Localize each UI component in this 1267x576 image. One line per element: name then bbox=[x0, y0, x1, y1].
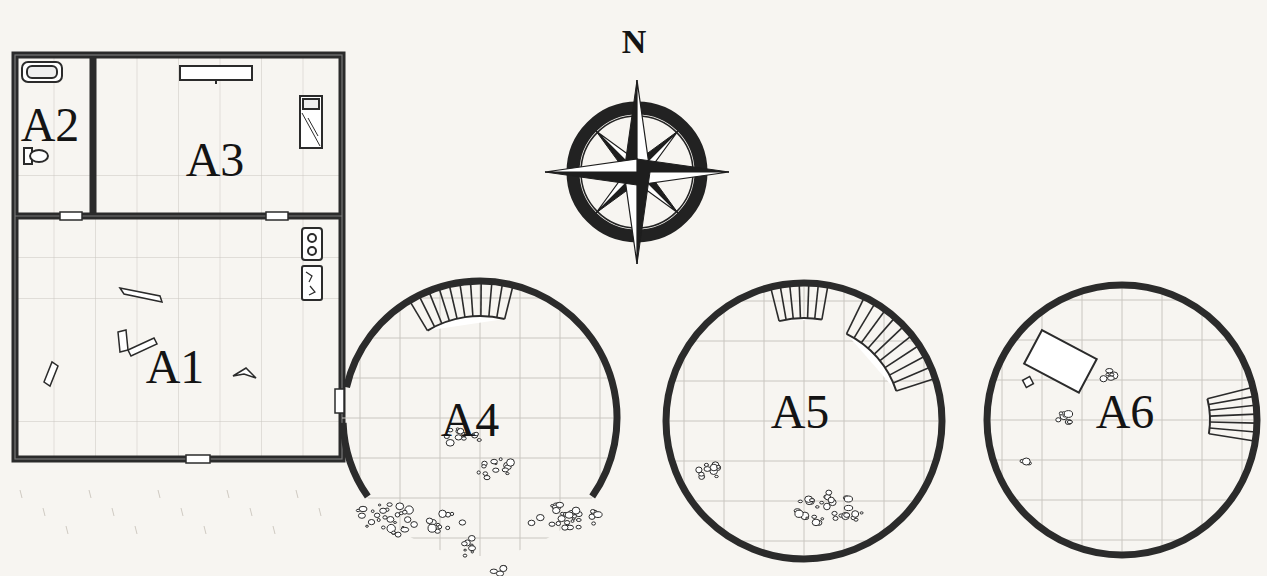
stairs bbox=[771, 283, 828, 321]
room-area: A2 bbox=[12, 52, 93, 215]
floor-grid bbox=[12, 52, 345, 462]
room-label: A1 bbox=[146, 343, 205, 391]
room-area: A3 bbox=[93, 52, 345, 215]
stairs bbox=[847, 297, 936, 391]
compass-rose bbox=[545, 80, 729, 264]
room-label: A2 bbox=[21, 101, 80, 149]
room-label: A4 bbox=[441, 396, 500, 444]
room-area: A1 bbox=[12, 215, 345, 462]
room-label: A3 bbox=[186, 136, 245, 184]
building-walls bbox=[15, 55, 342, 459]
room-label: A5 bbox=[771, 388, 830, 436]
stairs bbox=[409, 281, 513, 331]
rubble bbox=[356, 369, 1118, 576]
door bbox=[60, 212, 288, 463]
round-room: A6 bbox=[984, 282, 1260, 558]
ground-marks bbox=[20, 490, 321, 534]
compass-letter: N bbox=[622, 25, 647, 59]
room-label: A6 bbox=[1096, 388, 1155, 436]
stairs bbox=[1207, 387, 1257, 441]
table bbox=[1024, 330, 1097, 393]
kitchen-fixtures bbox=[302, 228, 322, 300]
door bbox=[335, 389, 344, 413]
